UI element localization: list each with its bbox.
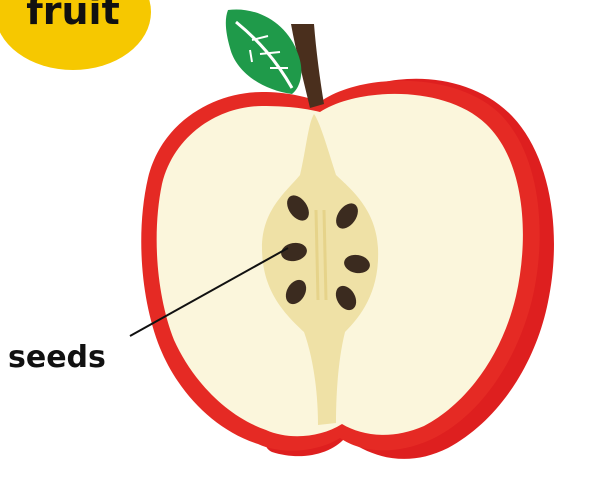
fruit-badge: fruit [0, 0, 151, 70]
seeds-label: seeds [8, 340, 106, 375]
leaf [226, 9, 302, 94]
core-line [316, 210, 318, 300]
core-line [324, 210, 326, 300]
badge-label: fruit [26, 0, 120, 33]
